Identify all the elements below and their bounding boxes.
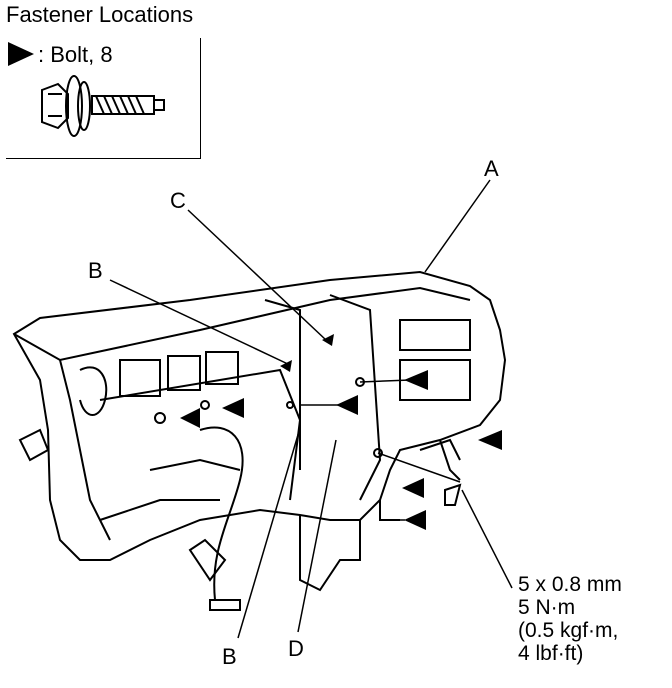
bolt-arrow-icon [8,42,34,66]
bolt-arrow-6 [402,478,424,498]
leader-c [187,209,327,341]
dashboard-outline [12,270,507,611]
leader-b-bottom [237,427,301,639]
leader-b-top [109,279,291,366]
bolt-arrow-4 [336,395,358,415]
bolt-arrow-7 [404,510,426,530]
bolt-arrow-3 [404,370,428,390]
legend-box: : Bolt, 8 [6,38,201,159]
leader-a [424,179,491,273]
leader-lines [109,179,513,639]
callout-b-bottom: B [222,644,237,669]
bolt-arrow-2 [222,398,244,418]
page-title: Fastener Locations [6,2,194,27]
clip-marker-b [280,360,292,372]
spec-line-3: (0.5 kgf·m, [518,619,619,642]
spec-line-4: 4 lbf·ft) [518,642,584,665]
clip-marker-c [322,334,334,346]
spec-line-2: 5 N·m [518,596,576,619]
leader-spec [461,489,513,589]
spec-line-1: 5 x 0.8 mm [518,573,622,596]
bolt-icon [41,75,165,137]
bolt-arrows [180,334,502,530]
callout-a: A [484,156,499,181]
bolt-arrow-1 [180,408,200,428]
callout-c: C [170,188,186,213]
leader-d [297,439,337,633]
callout-b-top: B [88,258,103,283]
legend-label: : Bolt, 8 [38,42,113,67]
bolt-arrow-5 [478,430,502,450]
torque-spec: 5 x 0.8 mm 5 N·m (0.5 kgf·m, 4 lbf·ft) [518,573,622,665]
legend-graphic [8,42,165,137]
callout-d: D [288,636,304,661]
